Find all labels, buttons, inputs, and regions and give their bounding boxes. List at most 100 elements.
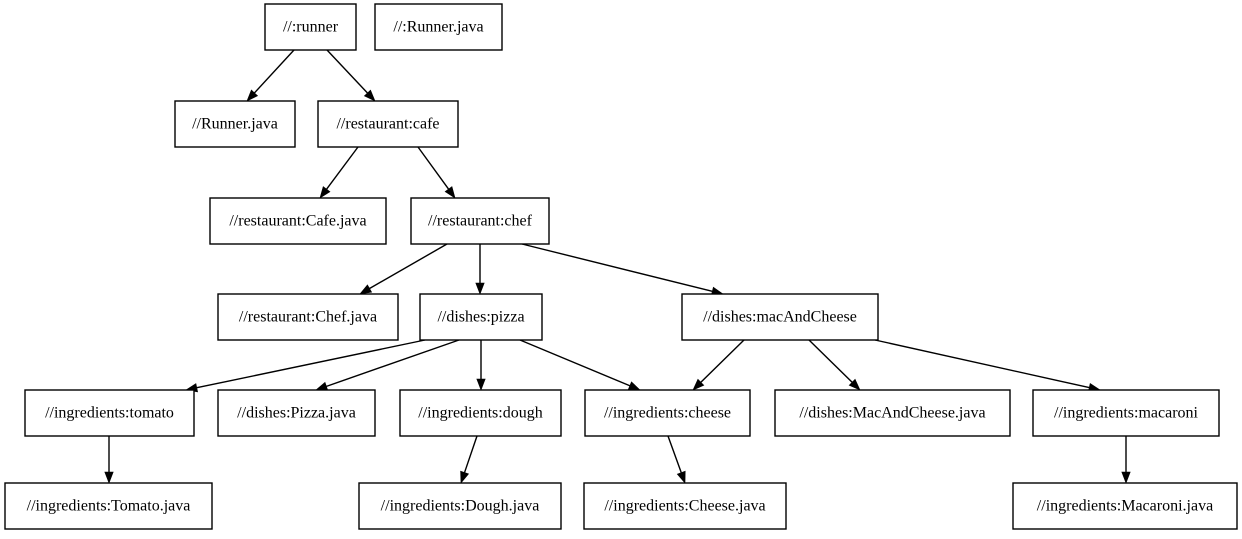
arrowhead-icon — [104, 471, 114, 484]
node-box[interactable] — [419, 293, 543, 341]
graph-node-restaurant_cafe[interactable]: //restaurant:cafe — [317, 100, 459, 148]
graph-node-ing_cheese[interactable]: //ingredients:cheese — [584, 389, 751, 437]
node-box[interactable] — [217, 293, 399, 341]
graph-edge-dishes_pizza-to-ing_dough — [476, 340, 486, 391]
arrowhead-icon — [363, 89, 376, 102]
node-box[interactable] — [399, 389, 562, 437]
node-label: //dishes:pizza — [437, 309, 524, 326]
node-box[interactable] — [583, 482, 787, 530]
node-box[interactable] — [4, 482, 213, 530]
graph-nodes: //:runner //:Runner.java //Runner.java //re… — [4, 3, 1238, 530]
arrowhead-icon — [1121, 471, 1131, 484]
edge-line — [326, 49, 368, 94]
graph-edge-dishes_pizza-to-ing_cheese — [519, 339, 641, 391]
node-label: //:runner — [283, 19, 339, 36]
graph-edge-dishes_pizza-to-ing_tomato — [185, 339, 426, 393]
node-box[interactable] — [774, 389, 1011, 437]
graph-edge-restaurant_chef-to-dishes_pizza — [475, 244, 485, 295]
edge-line — [417, 146, 450, 190]
node-box[interactable] — [374, 3, 503, 51]
graph-edge-restaurant_cafe-to-restaurant_chef — [417, 146, 456, 199]
node-label: //ingredients:macaroni — [1054, 405, 1199, 422]
edge-line — [521, 243, 713, 293]
graph-node-macaroni_java[interactable]: //ingredients:Macaroni.java — [1012, 482, 1238, 530]
node-label: //:Runner.java — [393, 19, 483, 36]
graph-edge-dishes_pizza-to-pizza_java — [315, 339, 460, 391]
node-label: //dishes:MacAndCheese.java — [799, 405, 985, 422]
graph-node-runner_java[interactable]: //Runner.java — [174, 100, 296, 148]
graph-node-dishes_pizza[interactable]: //dishes:pizza — [419, 293, 543, 341]
graph-edge-restaurant_cafe-to-cafe_java — [319, 146, 359, 199]
graph-edge-dishes_mac-to-mac_java — [808, 339, 861, 391]
node-label: //ingredients:Tomato.java — [27, 498, 191, 515]
graph-node-runner_java_root[interactable]: //:Runner.java — [374, 3, 503, 51]
node-label: //dishes:macAndCheese — [703, 309, 857, 326]
arrowhead-icon — [359, 284, 373, 295]
graph-node-runner[interactable]: //:runner — [264, 3, 357, 51]
node-label: //ingredients:Dough.java — [381, 498, 540, 515]
node-box[interactable] — [584, 389, 751, 437]
graph-node-chef_java[interactable]: //restaurant:Chef.java — [217, 293, 399, 341]
edge-line — [700, 339, 745, 383]
graph-edge-runner-to-restaurant_cafe — [326, 49, 376, 102]
graph-node-ing_tomato[interactable]: //ingredients:tomato — [24, 389, 195, 437]
node-label: //Runner.java — [192, 116, 278, 133]
graph-node-cheese_java[interactable]: //ingredients:Cheese.java — [583, 482, 787, 530]
edge-line — [874, 339, 1090, 389]
graph-edge-ing_cheese-to-cheese_java — [667, 435, 686, 484]
node-box[interactable] — [209, 197, 387, 245]
edge-line — [253, 49, 295, 94]
node-label: //ingredients:tomato — [45, 405, 174, 422]
node-box[interactable] — [358, 482, 562, 530]
graph-node-mac_java[interactable]: //dishes:MacAndCheese.java — [774, 389, 1011, 437]
edge-line — [463, 435, 478, 473]
node-label: //restaurant:chef — [428, 213, 533, 230]
arrowhead-icon — [692, 378, 705, 391]
node-box[interactable] — [1032, 389, 1220, 437]
arrowhead-icon — [319, 186, 331, 199]
graph-edge-ing_tomato-to-tomato_java — [104, 436, 114, 484]
graph-node-ing_macaroni[interactable]: //ingredients:macaroni — [1032, 389, 1220, 437]
node-label: //ingredients:cheese — [604, 405, 731, 422]
node-label: //ingredients:Macaroni.java — [1037, 498, 1213, 515]
graph-node-dough_java[interactable]: //ingredients:Dough.java — [358, 482, 562, 530]
node-box[interactable] — [317, 100, 459, 148]
edge-line — [326, 339, 460, 388]
graph-node-dishes_mac[interactable]: //dishes:macAndCheese — [681, 293, 879, 341]
edge-line — [519, 339, 631, 387]
edge-line — [808, 339, 853, 383]
graph-edge-dishes_mac-to-ing_cheese — [692, 339, 745, 391]
node-box[interactable] — [174, 100, 296, 148]
graph-node-tomato_java[interactable]: //ingredients:Tomato.java — [4, 482, 213, 530]
arrowhead-icon — [246, 89, 259, 102]
node-box[interactable] — [681, 293, 879, 341]
arrowhead-icon — [460, 470, 470, 484]
node-label: //ingredients:Cheese.java — [604, 498, 765, 515]
node-box[interactable] — [24, 389, 195, 437]
node-box[interactable] — [1012, 482, 1238, 530]
node-box[interactable] — [264, 3, 357, 51]
arrowhead-icon — [476, 378, 486, 391]
graph-edge-ing_macaroni-to-macaroni_java — [1121, 436, 1131, 484]
graph-edge-runner-to-runner_java — [246, 49, 295, 102]
edge-line — [667, 435, 682, 473]
node-label: //dishes:Pizza.java — [237, 405, 356, 422]
node-label: //restaurant:Cafe.java — [229, 213, 366, 230]
node-label: //restaurant:Chef.java — [239, 309, 377, 326]
graph-node-pizza_java[interactable]: //dishes:Pizza.java — [217, 389, 376, 437]
edge-line — [196, 339, 426, 389]
graph-node-restaurant_chef[interactable]: //restaurant:chef — [410, 197, 550, 245]
arrowhead-icon — [444, 186, 456, 199]
arrowhead-icon — [627, 381, 641, 391]
arrowhead-icon — [315, 381, 329, 391]
graph-edge-restaurant_chef-to-chef_java — [359, 243, 448, 295]
edge-line — [369, 243, 448, 290]
node-box[interactable] — [410, 197, 550, 245]
arrowhead-icon — [475, 282, 485, 295]
graph-edge-dishes_mac-to-ing_macaroni — [874, 339, 1101, 393]
graph-edge-ing_dough-to-dough_java — [460, 435, 478, 484]
node-box[interactable] — [217, 389, 376, 437]
graph-node-ing_dough[interactable]: //ingredients:dough — [399, 389, 562, 437]
graph-node-cafe_java[interactable]: //restaurant:Cafe.java — [209, 197, 387, 245]
